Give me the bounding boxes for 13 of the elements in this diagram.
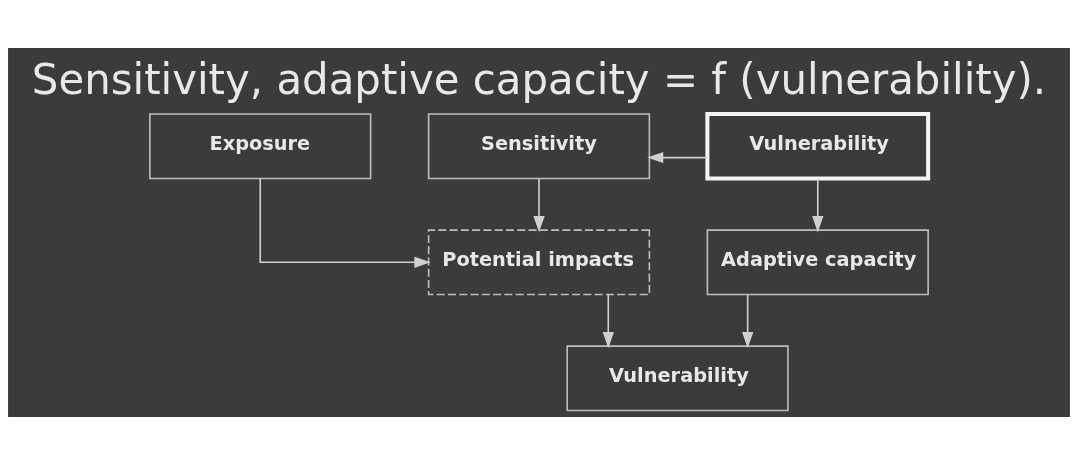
node-box: Adaptive capacity bbox=[706, 229, 929, 296]
arrow bbox=[533, 177, 545, 233]
node-box: Sensitivity bbox=[427, 113, 651, 180]
arrow bbox=[742, 293, 754, 349]
arrow bbox=[259, 177, 431, 268]
diagram-title: Sensitivity, adaptive capacity = f (vulnerability). bbox=[31, 55, 1047, 105]
arrow bbox=[647, 151, 708, 164]
node-box: Potential impacts bbox=[427, 229, 651, 296]
node-box: Vulnerability bbox=[566, 345, 789, 412]
node-box: Vulnerability bbox=[705, 112, 931, 181]
arrow bbox=[812, 177, 824, 233]
arrow bbox=[602, 293, 614, 349]
node-box: Exposure bbox=[149, 113, 372, 180]
